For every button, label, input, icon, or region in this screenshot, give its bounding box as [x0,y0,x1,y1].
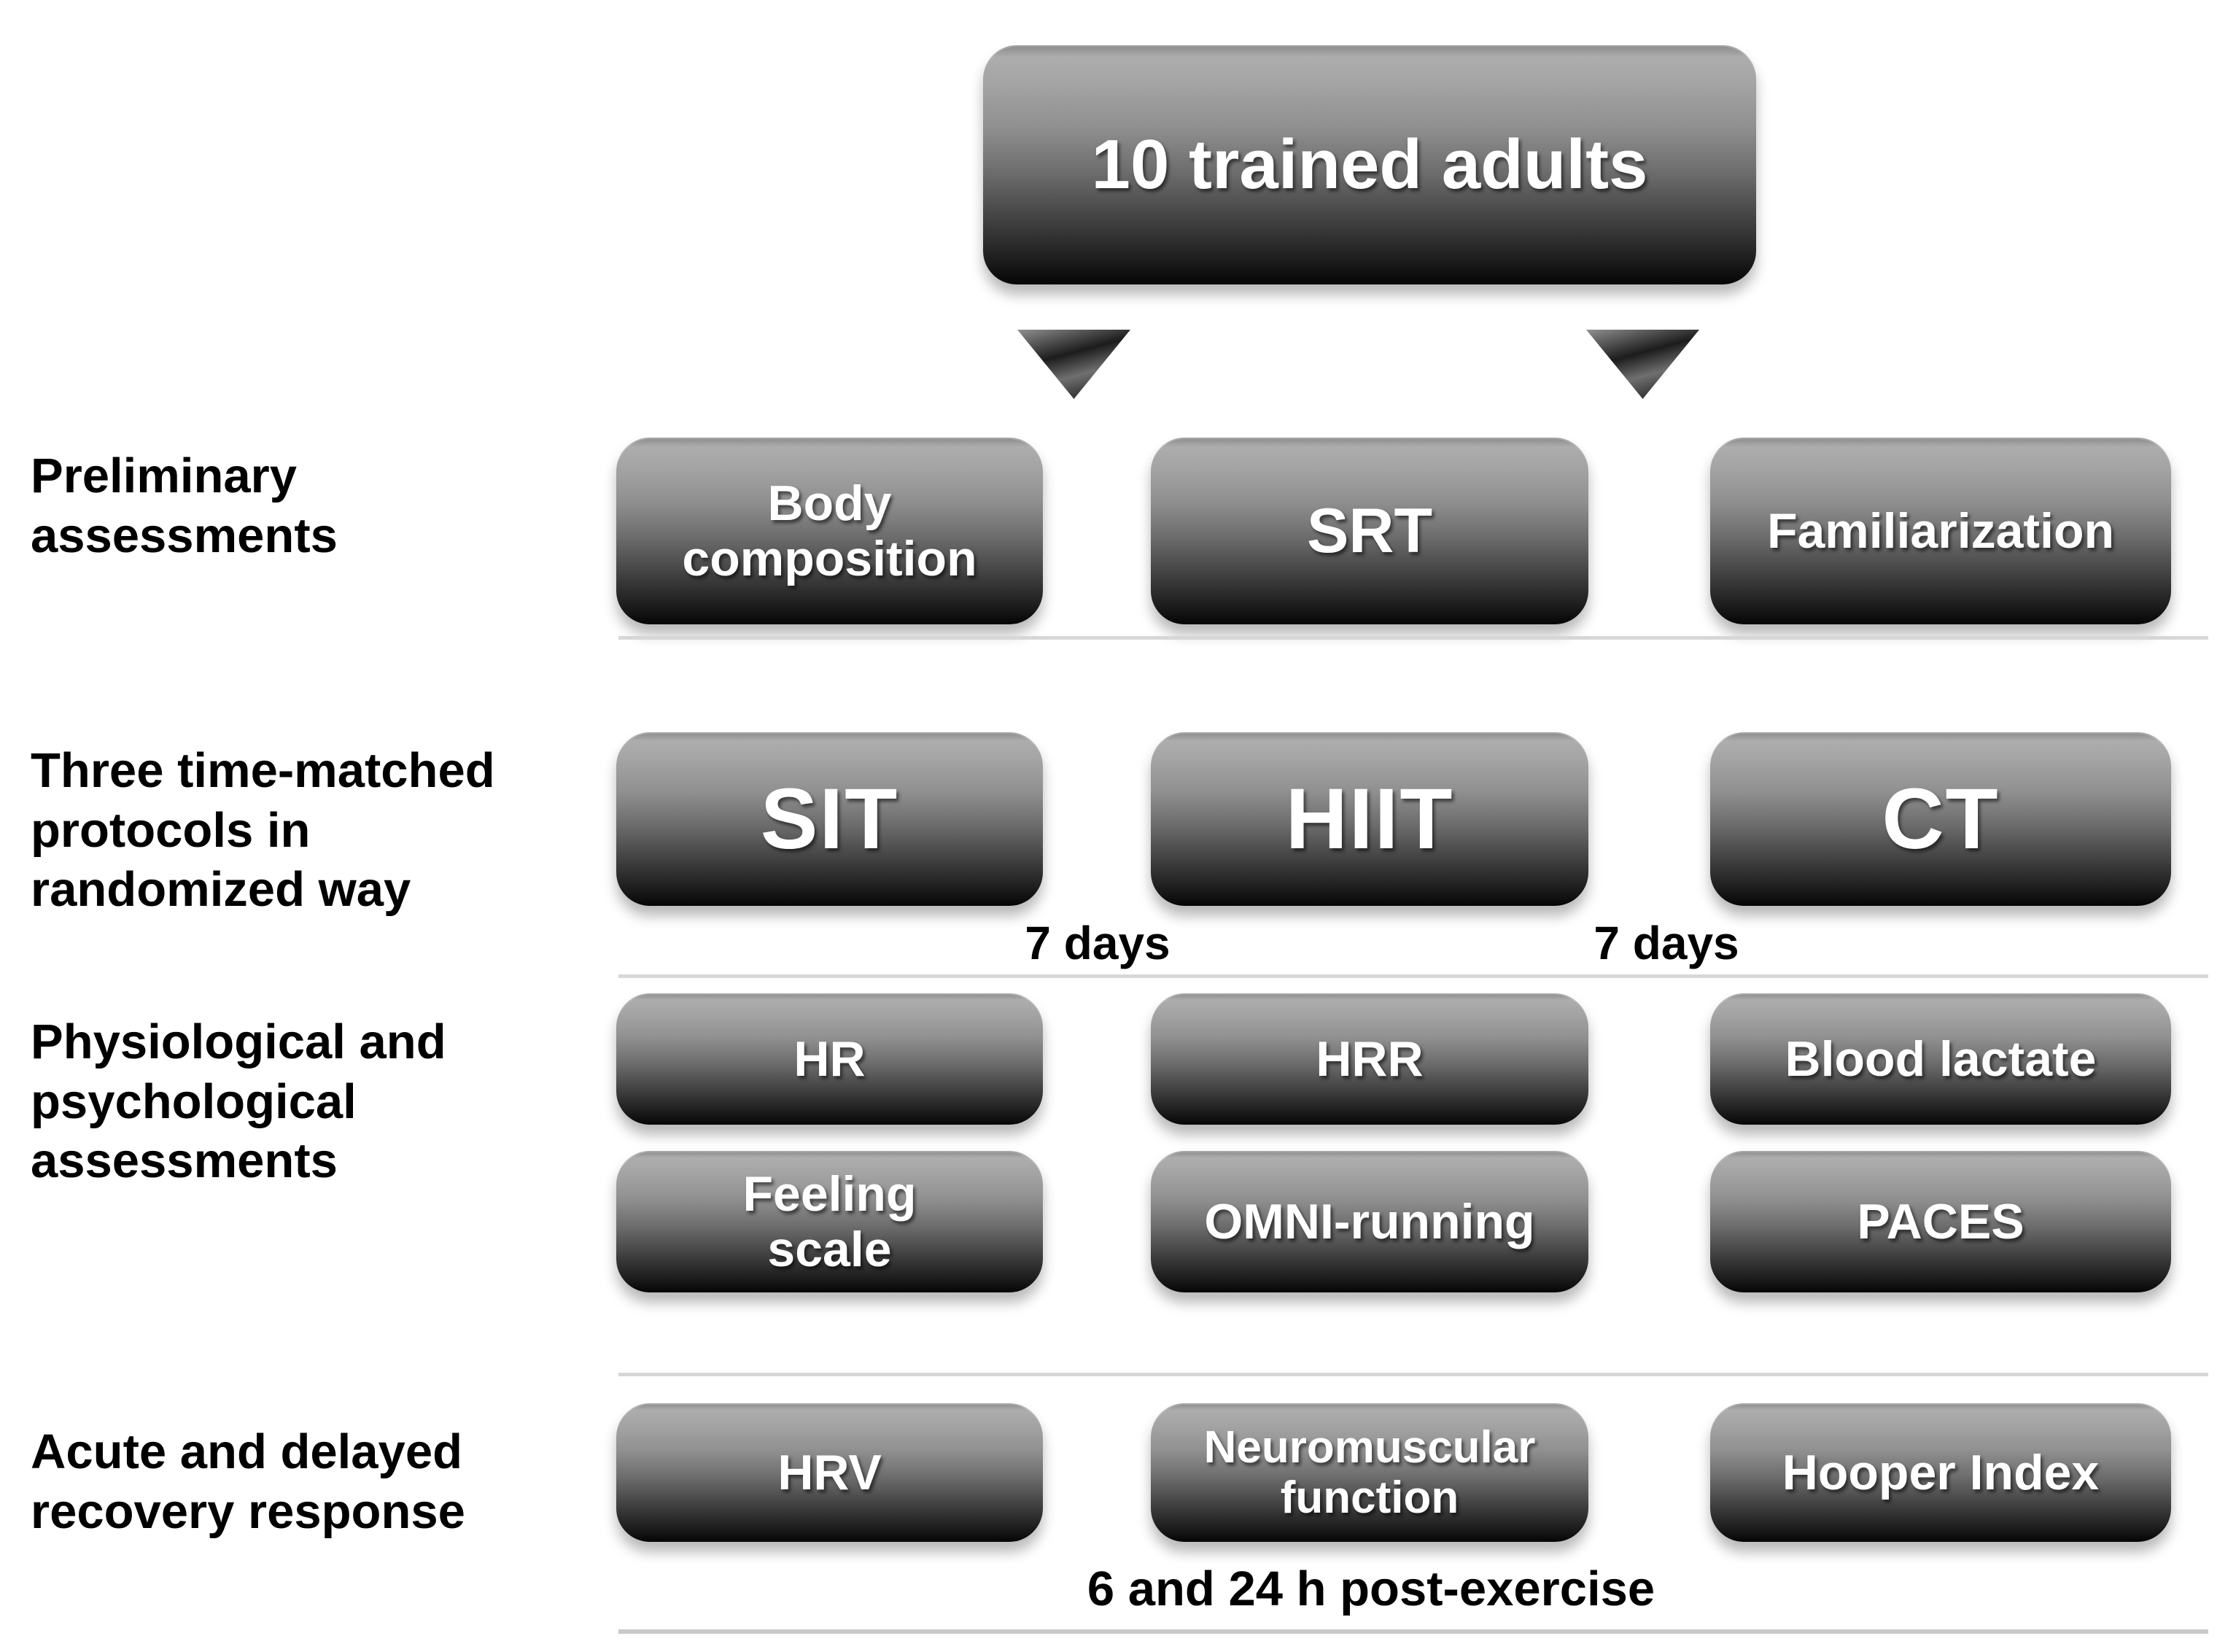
box-hiit-label: HIIT [1285,770,1454,867]
box-ct-label: CT [1882,770,2000,867]
box-sit-label: SIT [760,770,899,867]
section-divider [618,1373,2208,1376]
interval-label-1: 7 days [1025,917,1171,969]
box-neuromuscular-function-label: Neuromuscular function [1203,1422,1536,1523]
box-blood-lactate-label: Blood lactate [1785,1031,2097,1087]
box-paces-label: PACES [1857,1193,2025,1249]
section-divider [618,636,2208,640]
participants-box-label: 10 trained adults [1091,125,1648,204]
section-label-protocols: Three time-matched protocols in randomiz… [31,743,495,918]
section-label-physio-psycho: Physiological and psychological assessme… [31,1015,446,1189]
triangle-down-icon [1586,330,1699,399]
section-label-recovery: Acute and delayed recovery response [31,1424,465,1539]
box-hr: HR [616,993,1043,1125]
box-hrr-label: HRR [1316,1031,1424,1087]
footnote-post-exercise: 6 and 24 h post-exercise [1087,1562,1655,1616]
box-hooper-index: Hooper Index [1710,1403,2171,1542]
section-label-preliminary: Preliminary assessments [31,449,338,563]
box-hr-label: HR [793,1031,866,1087]
box-hiit: HIIT [1151,732,1588,906]
box-paces: PACES [1710,1151,2171,1292]
box-hrv: HRV [616,1403,1043,1542]
box-blood-lactate: Blood lactate [1710,993,2171,1125]
participants-box: 10 trained adults [983,45,1756,284]
section-divider [618,1629,2208,1634]
box-hrv-label: HRV [777,1444,882,1500]
triangle-down-icon [1017,330,1130,399]
box-ct: CT [1710,732,2171,906]
box-body-composition-label: Body composition [682,475,977,586]
box-body-composition: Body composition [616,438,1043,624]
box-familiarization: Familiarization [1710,438,2171,624]
box-omni-running: OMNI-running [1151,1151,1588,1292]
box-feeling-scale: Feeling scale [616,1151,1043,1292]
box-hrr: HRR [1151,993,1588,1125]
box-neuromuscular-function: Neuromuscular function [1151,1403,1588,1542]
box-sit: SIT [616,732,1043,906]
box-hooper-index-label: Hooper Index [1782,1444,2100,1500]
box-srt-label: SRT [1307,495,1432,566]
box-omni-running-label: OMNI-running [1204,1193,1535,1249]
box-feeling-scale-label: Feeling scale [742,1166,917,1277]
section-divider [618,974,2208,978]
interval-label-2: 7 days [1593,917,1739,969]
box-familiarization-label: Familiarization [1766,503,2115,559]
box-srt: SRT [1151,438,1588,624]
